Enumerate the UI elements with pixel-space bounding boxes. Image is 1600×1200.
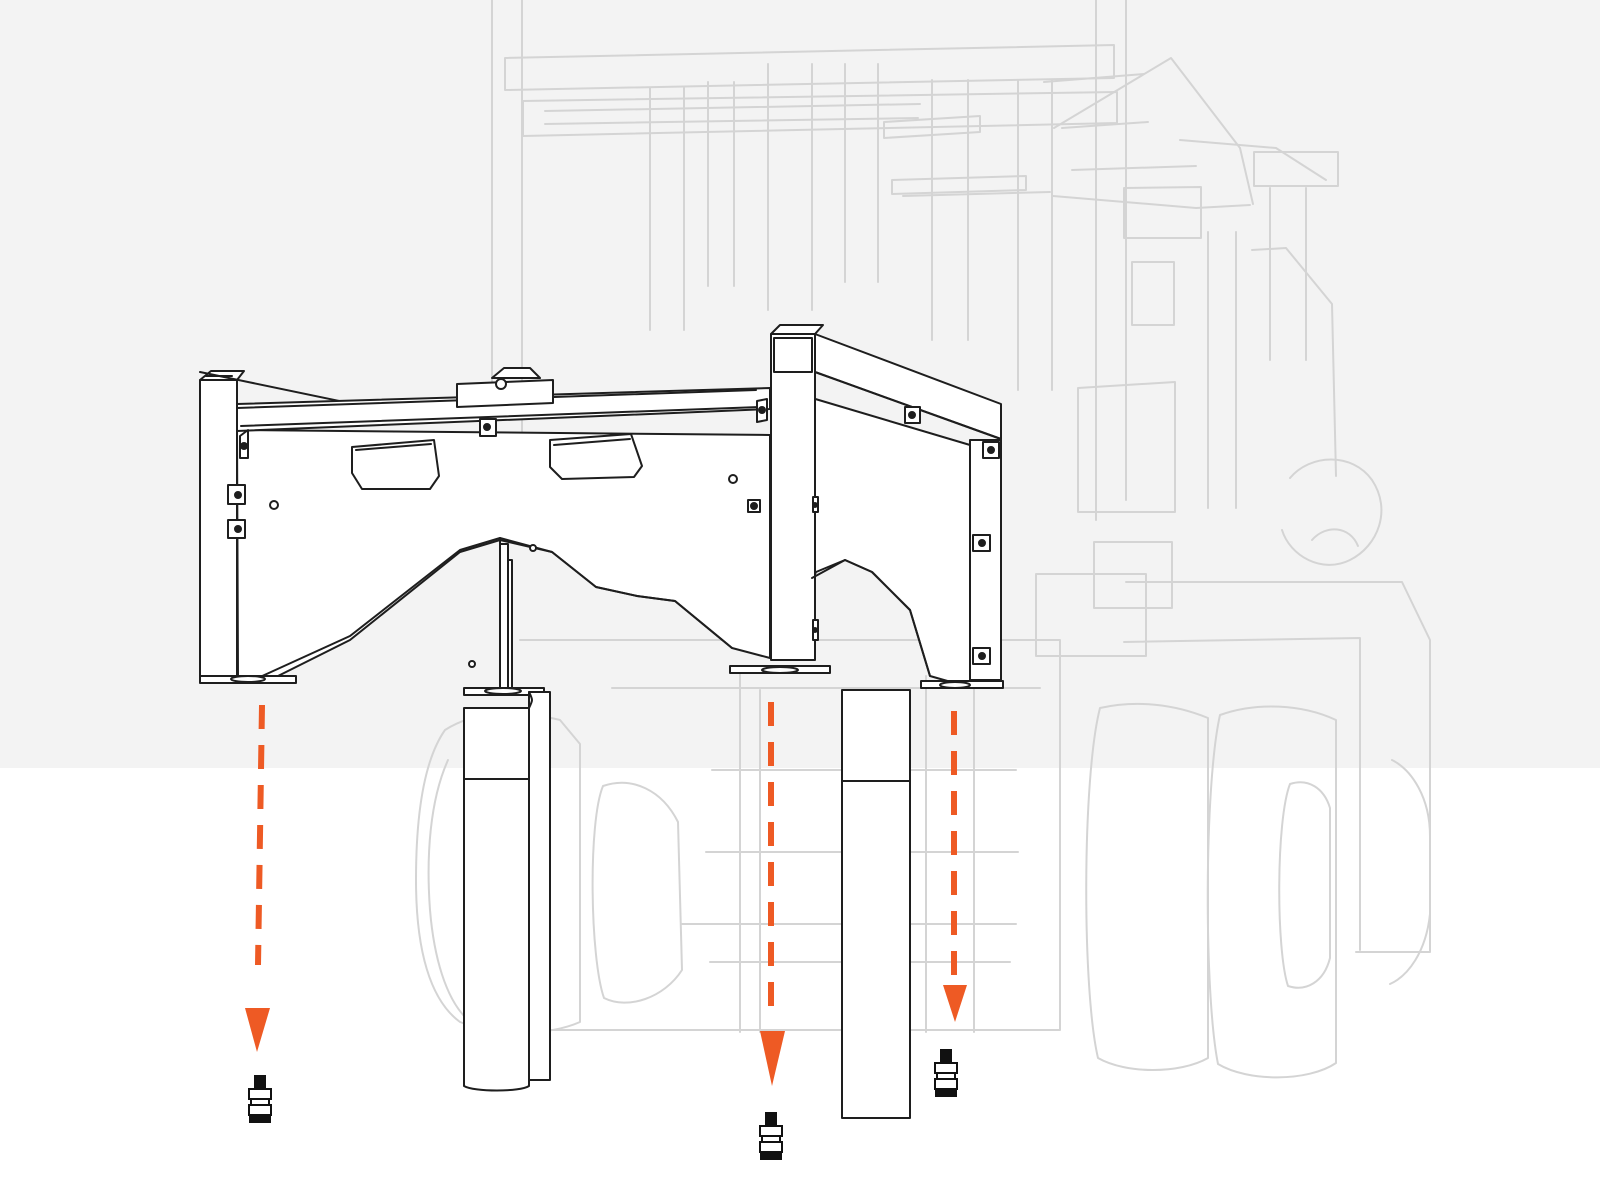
bolt-icon [248, 1075, 272, 1123]
left-arrow-head [245, 1008, 270, 1052]
left-arrow-shaft [255, 704, 265, 966]
right-bolt [934, 1049, 958, 1097]
middle-bolt [759, 1112, 783, 1160]
left-install-arrow [245, 704, 270, 1052]
bolt-icon [759, 1112, 783, 1160]
right-arrow-head [943, 985, 967, 1022]
bolt-icon [934, 1049, 958, 1097]
middle-install-arrow [760, 702, 785, 1086]
middle-arrow-head [760, 1031, 785, 1086]
frame-assembly-icon [199, 324, 1004, 1119]
right-install-arrow [943, 711, 967, 1022]
left-bolt [248, 1075, 272, 1123]
forklift-outline-icon [415, 0, 1431, 1079]
background-lower-band [0, 768, 1600, 1200]
